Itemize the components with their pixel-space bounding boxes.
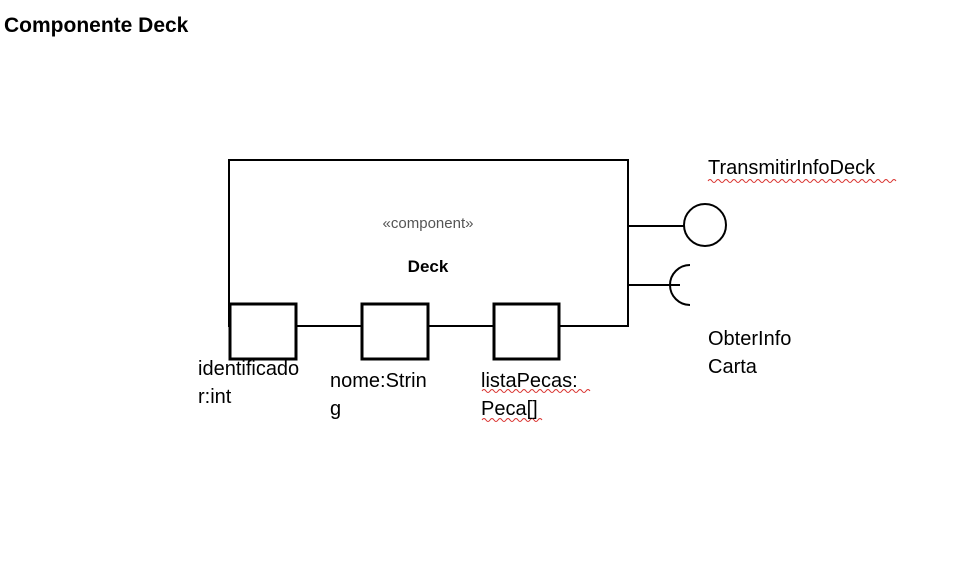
spellcheck-underline: [481, 418, 543, 422]
spellcheck-underline: [707, 179, 897, 183]
port-lista-pecas[interactable]: [492, 302, 561, 361]
port-label-lista-pecas-line2: Peca[]: [481, 398, 538, 420]
port-label-lista-pecas-line1: listaPecas:: [481, 370, 578, 392]
component-stereotype: «component»: [383, 215, 474, 232]
required-interface-label-line1: ObterInfo: [708, 328, 792, 350]
port-label-identificador-line1: identificado: [198, 358, 300, 380]
page-title: Componente Deck: [4, 14, 189, 37]
port-nome[interactable]: [360, 302, 430, 361]
component-box[interactable]: [228, 159, 629, 327]
component-name: Deck: [408, 257, 449, 276]
port-label-identificador-line2: r:int: [198, 386, 232, 408]
provided-interface-label: TransmitirInfoDeck: [708, 157, 876, 179]
port-label-nome-line1: nome:Strin: [330, 370, 427, 392]
required-interface-label-line2: Carta: [708, 356, 757, 378]
port-label-nome-line2: g: [330, 398, 342, 420]
spellcheck-underline: [481, 389, 591, 393]
required-interface-socket[interactable]: [669, 264, 691, 306]
port-identificador[interactable]: [228, 302, 298, 361]
provided-interface-ball[interactable]: [683, 203, 727, 247]
